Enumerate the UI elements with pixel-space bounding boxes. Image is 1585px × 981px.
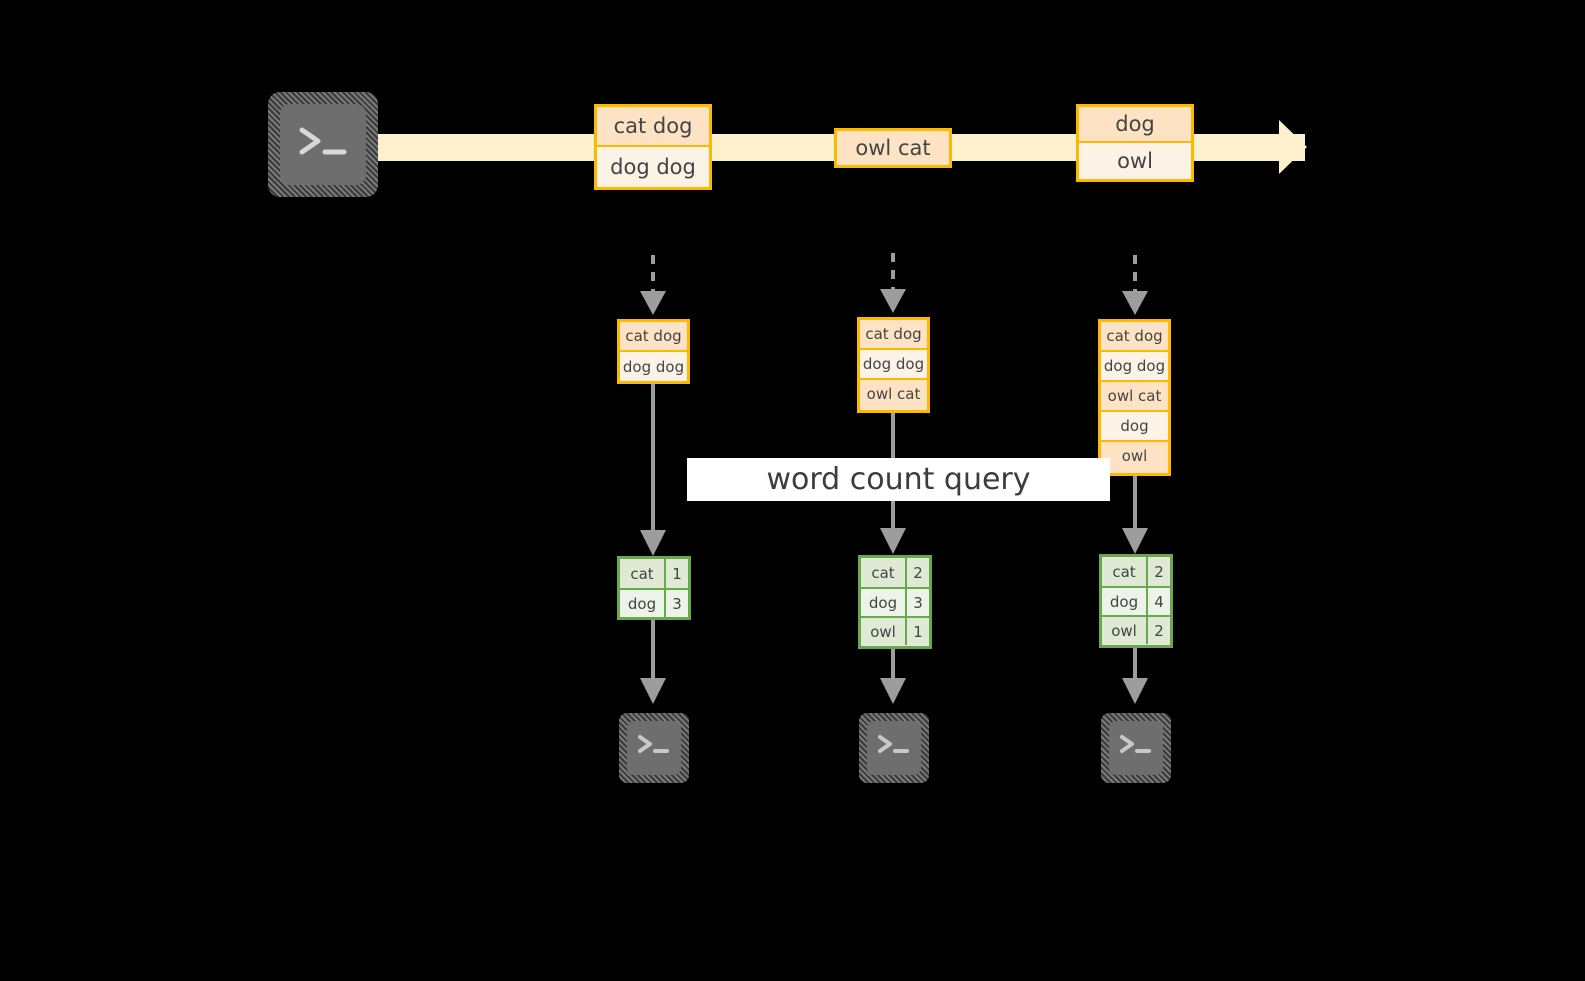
snapshot-line: dog dog [860,348,927,378]
result-word: owl [1102,617,1148,644]
result-row: dog 3 [620,588,688,617]
snapshot-feed-arrow-line [1133,255,1137,293]
sink-terminal-icon [859,713,929,783]
snapshot-line: cat dog [860,320,927,348]
result-count: 3 [666,590,688,617]
stream-record-line: owl [1079,141,1191,179]
output-arrow-head [1122,678,1148,704]
result-word: dog [620,590,666,617]
result-row: cat 1 [620,559,688,588]
output-arrow-line [891,649,895,680]
snapshot-box: cat dog dog dog owl cat dog owl [1098,319,1171,476]
snapshot-feed-arrow-head [640,291,666,315]
query-arrow-line [1133,476,1137,530]
query-banner-label: word count query [766,462,1031,497]
snapshot-line: cat dog [620,322,687,350]
output-arrow-line [1133,648,1137,680]
snapshot-line: owl cat [1101,380,1168,410]
result-count: 1 [907,618,929,645]
result-count: 2 [907,558,929,587]
source-terminal-icon [268,92,378,197]
result-table: cat 2 dog 4 owl 2 [1099,554,1173,648]
snapshot-box: cat dog dog dog [617,319,690,384]
snapshot-line: dog dog [1101,350,1168,380]
result-row: cat 2 [861,558,929,587]
snapshot-box: cat dog dog dog owl cat [857,317,930,413]
result-row: dog 4 [1102,586,1170,615]
stream-record-line: dog dog [597,145,709,187]
result-row: cat 2 [1102,557,1170,586]
query-arrow-head [640,530,666,556]
result-count: 2 [1148,617,1170,644]
snapshot-line: dog [1101,410,1168,440]
query-arrow-line [651,384,655,532]
result-word: dog [861,589,907,616]
result-count: 1 [666,559,688,588]
snapshot-feed-arrow-line [651,255,655,293]
sink-terminal-icon [619,713,689,783]
result-word: owl [861,618,907,645]
result-word: cat [861,558,907,587]
result-row: dog 3 [861,587,929,616]
stream-record-line: dog [1079,107,1191,141]
stream-record-line: cat dog [597,107,709,145]
result-count: 4 [1148,588,1170,615]
output-arrow-line [651,620,655,680]
snapshot-feed-arrow-head [1122,291,1148,315]
query-arrow-head [1122,528,1148,554]
output-arrow-head [880,678,906,704]
snapshot-line: owl [1101,440,1168,470]
stream-arrowhead [1279,120,1307,174]
result-count: 2 [1148,557,1170,586]
stream-record-line: owl cat [837,131,949,165]
stream-record: dog owl [1076,104,1194,182]
result-word: dog [1102,588,1148,615]
result-table: cat 1 dog 3 [617,556,691,620]
snapshot-line: dog dog [620,350,687,381]
result-table: cat 2 dog 3 owl 1 [858,555,932,649]
snapshot-line: owl cat [860,378,927,408]
sink-terminal-icon [1101,713,1171,783]
result-word: cat [1102,557,1148,586]
output-arrow-head [640,678,666,704]
stream-record: owl cat [834,128,952,168]
snapshot-line: cat dog [1101,322,1168,350]
query-arrow-head [880,528,906,554]
stream-record: cat dog dog dog [594,104,712,190]
result-row: owl 1 [861,616,929,645]
result-row: owl 2 [1102,615,1170,644]
query-banner: word count query [687,458,1110,501]
snapshot-feed-arrow-line [891,253,895,291]
result-word: cat [620,559,666,588]
result-count: 3 [907,589,929,616]
snapshot-feed-arrow-head [880,289,906,313]
